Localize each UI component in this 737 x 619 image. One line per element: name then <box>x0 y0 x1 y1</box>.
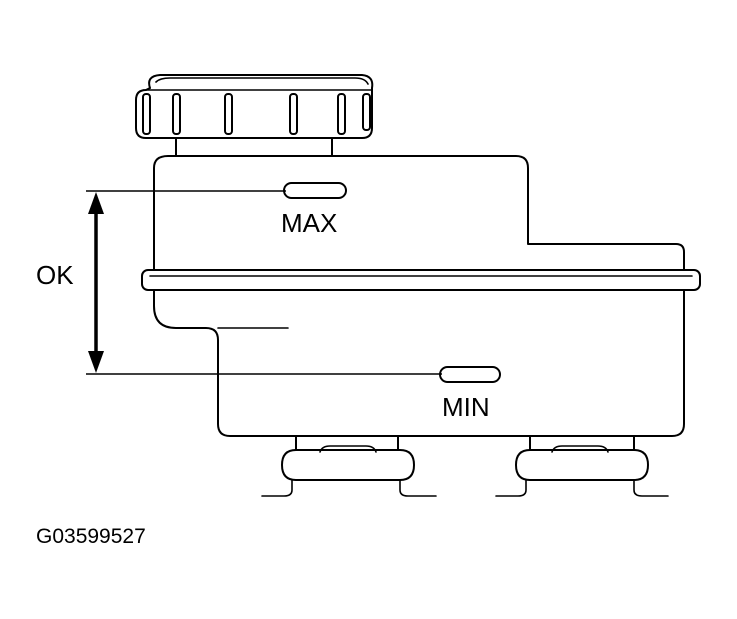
outlet-port-right <box>495 435 669 497</box>
max-label: MAX <box>281 208 337 238</box>
lower-tank <box>153 289 685 437</box>
min-label: MIN <box>442 392 490 422</box>
figure-code: G03599527 <box>36 525 146 548</box>
filler-cap <box>135 74 374 157</box>
outlet-port-left <box>261 435 437 497</box>
min-level-mark <box>439 366 501 383</box>
ok-range-arrow <box>88 192 104 373</box>
ok-label: OK <box>36 260 74 290</box>
max-level-mark <box>283 182 347 199</box>
cap-ribs <box>142 93 371 135</box>
center-flange <box>141 269 701 291</box>
upper-tank <box>153 155 685 273</box>
